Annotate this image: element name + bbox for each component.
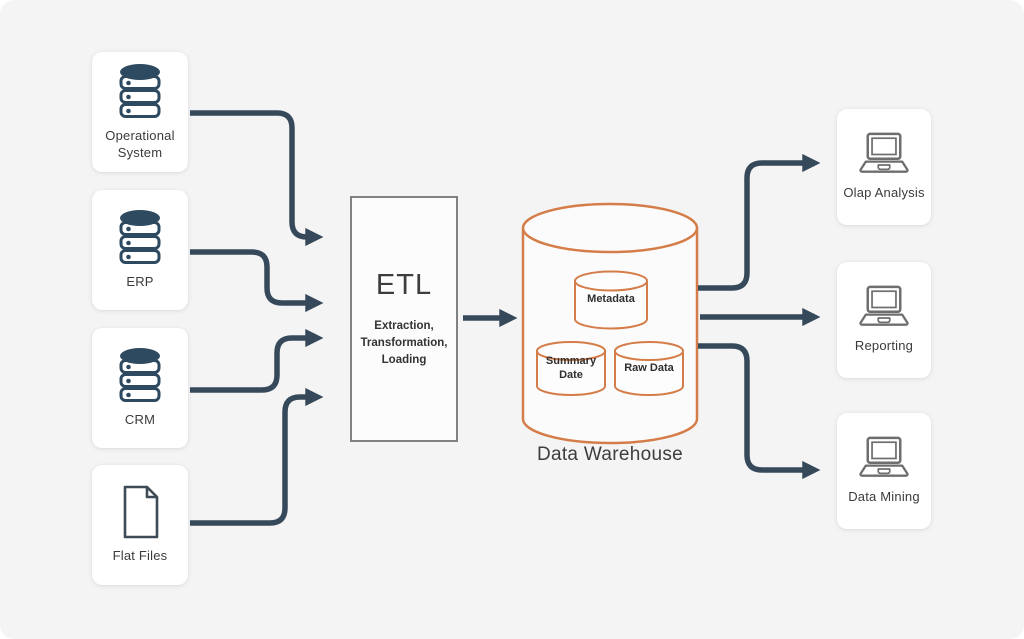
- laptop-icon: [855, 285, 913, 329]
- database-icon: [116, 209, 164, 265]
- output-label: Olap Analysis: [843, 185, 925, 201]
- source-label: CRM: [124, 412, 156, 428]
- etl-process-box: ETL Extraction, Transformation, Loading: [350, 196, 458, 442]
- etl-subtitle: Extraction, Transformation, Loading: [360, 320, 448, 366]
- summary-date-cylinder: [536, 341, 606, 396]
- output-card-reporting: Reporting: [837, 262, 931, 378]
- arrow-warehouse-to-mining: [698, 343, 821, 480]
- output-label: Reporting: [854, 338, 914, 354]
- source-label: Operational System: [105, 127, 175, 160]
- raw-data-cylinder: [614, 341, 684, 396]
- source-card-erp: ERP: [92, 190, 188, 310]
- source-card-crm: CRM: [92, 328, 188, 448]
- data-warehouse-label: Data Warehouse: [536, 444, 684, 465]
- source-label: Flat Files: [112, 548, 168, 564]
- arrow-warehouse-to-olap: [698, 153, 821, 291]
- database-icon: [116, 347, 164, 403]
- metadata-cylinder: [574, 270, 648, 330]
- arrow-flatfiles-to-etl: [190, 387, 324, 526]
- arrow-crm-to-etl: [190, 328, 324, 393]
- output-card-olap-analysis: Olap Analysis: [837, 109, 931, 225]
- summary-date-label: Summary Date: [545, 355, 597, 381]
- output-label: Data Mining: [848, 489, 920, 505]
- source-card-flat-files: Flat Files: [92, 465, 188, 585]
- raw-data-label: Raw Data: [624, 362, 674, 374]
- document-icon: [118, 485, 162, 539]
- metadata-label: Metadata: [587, 293, 635, 305]
- arrow-operational-to-etl: [190, 110, 324, 247]
- output-card-data-mining: Data Mining: [837, 413, 931, 529]
- etl-title: ETL: [375, 269, 433, 302]
- laptop-icon: [855, 436, 913, 480]
- database-icon: [116, 63, 164, 119]
- laptop-icon: [855, 132, 913, 176]
- arrow-erp-to-etl: [190, 249, 324, 313]
- source-card-operational-system: Operational System: [92, 52, 188, 172]
- source-label: ERP: [126, 274, 154, 290]
